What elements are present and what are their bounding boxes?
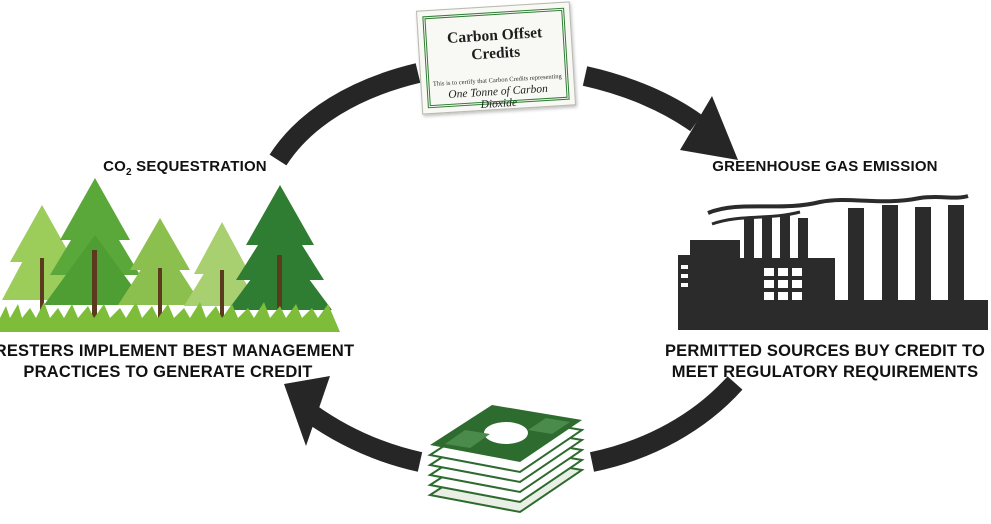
foresters-caption: ORESTERS IMPLEMENT BEST MANAGEMENT PRACT… [0,341,358,383]
money-stack-icon [427,405,585,514]
tree-dark-right [228,185,332,320]
certificate-icon: Carbon Offset Credits This is to certify… [415,1,577,115]
factory-icon [678,194,988,330]
tree-light-center [118,218,202,320]
greenhouse-gas-emission-title: GREENHOUSE GAS EMISSION [712,158,938,175]
tree-mid-left [44,178,146,320]
smokestack-8 [948,205,964,308]
smokestack-3 [780,214,790,278]
smokestack-4 [798,218,808,278]
factory-base [678,300,988,330]
smoke-trails [707,194,969,215]
smokestack-7 [915,207,931,308]
co2-subscript: 2 [126,167,132,178]
arc-top-left [269,63,421,166]
sequestration-suffix: SEQUESTRATION [131,158,267,175]
arc-bottom-left [304,404,423,472]
tree-light-right [184,222,260,320]
arrowhead-bottom-left [284,376,330,446]
smokestack-6 [882,205,898,308]
certificate-title: Carbon Offset Credits [446,24,543,64]
permitted-caption-line1: PERMITTED SOURCES BUY CREDIT TO [664,342,986,360]
grass [0,302,340,332]
cycle-arrows [269,63,743,472]
permitted-sources-caption: PERMITTED SOURCES BUY CREDIT TO MEET REG… [640,341,991,383]
co2-prefix: CO [103,158,127,175]
co2-sequestration-title: CO2 SEQUESTRATION [60,158,310,178]
certificate-border: Carbon Offset Credits This is to certify… [422,7,570,111]
arrowhead-top-right [680,96,738,160]
foresters-caption-line1: ORESTERS IMPLEMENT BEST MANAGEMENT [0,342,355,360]
permitted-caption-line2: MEET REGULATORY REQUIREMENTS [671,363,979,381]
bill-seal [484,422,528,444]
arc-top-right [582,66,702,132]
arc-bottom-right [589,376,743,472]
smokestack-2 [762,216,772,278]
smokestack-1 [744,218,754,278]
factory-windows [681,265,802,300]
smokestack-5 [848,208,864,308]
forest-icon [0,178,340,332]
foresters-caption-line2: PRACTICES TO GENERATE CREDIT [23,363,313,381]
